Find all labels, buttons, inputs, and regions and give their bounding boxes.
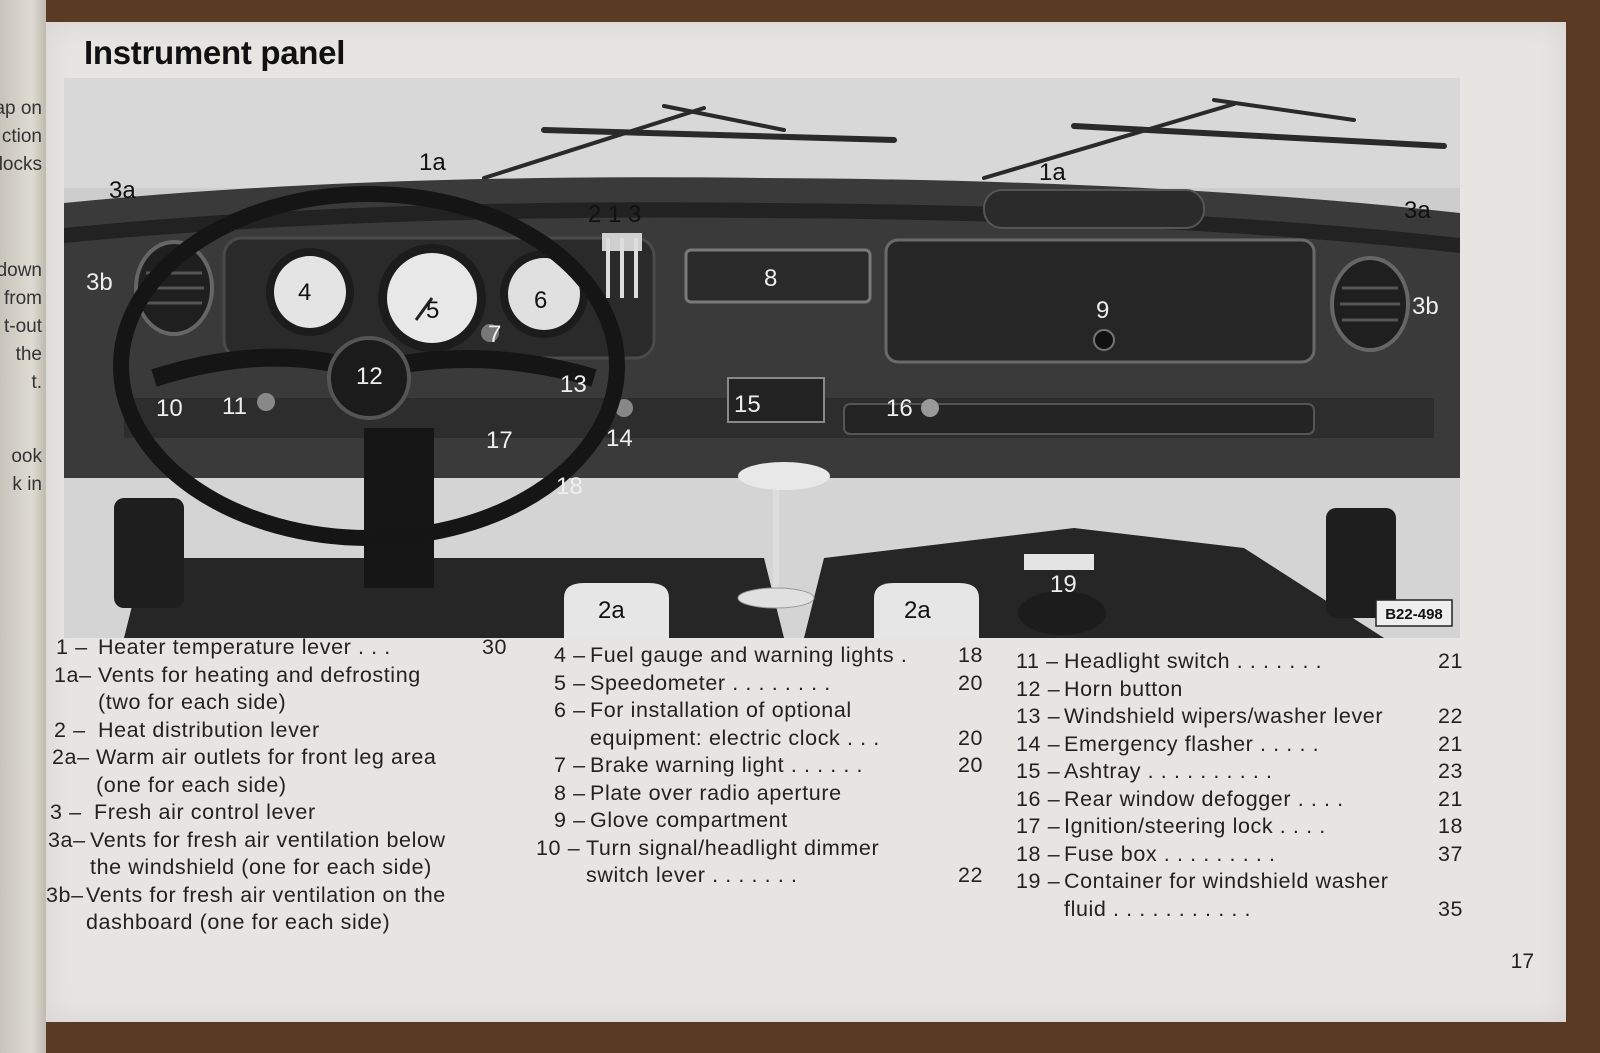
- callout-3a-right: 3a: [1404, 197, 1431, 224]
- dashboard-photo: B22-498 3a 1a 1a 3a 3b 3b 2 1 3 4 5 6 7 …: [64, 78, 1460, 638]
- legend-column-3: 11 – Headlight switch . . . . . . . 21 1…: [1016, 648, 1476, 923]
- callout-2a-left: 2a: [598, 597, 625, 624]
- callout-11: 11: [222, 393, 247, 420]
- callout-15: 15: [734, 391, 761, 418]
- callout-1a-right: 1a: [1039, 159, 1066, 186]
- legend-entry-9: 9 – Glove compartment: [554, 808, 788, 832]
- left-page-fragment: ook: [11, 446, 42, 467]
- radio-plate: [684, 248, 872, 304]
- callout-10: 10: [156, 395, 183, 422]
- legend-entry-19: 19 – Container for windshield washer flu…: [1016, 869, 1464, 921]
- left-page-fragment: ap on: [0, 98, 42, 119]
- callout-8: 8: [764, 265, 777, 292]
- left-page-edge: ap on ction locks down from t-out the t.…: [0, 0, 46, 1053]
- legend-entry-18: 18 – Fuse box . . . . . . . . . 37: [1016, 841, 1464, 866]
- callout-16: 16: [886, 395, 913, 422]
- callout-3b-left: 3b: [86, 269, 113, 296]
- callout-4: 4: [298, 279, 311, 306]
- legend-entry-3: 3 – Fresh air control lever: [50, 800, 316, 824]
- page-title: Instrument panel: [84, 34, 346, 71]
- callout-9: 9: [1096, 297, 1109, 324]
- legend-entry-2: 2 – Heat distribution lever: [54, 717, 320, 742]
- legend-entry-16: 16 – Rear window defogger . . . . 21: [1016, 786, 1464, 811]
- left-page-fragment: k in: [12, 474, 42, 495]
- left-page-fragment: the: [15, 344, 42, 365]
- legend-column-2: 4 – Fuel gauge and warning lights . 18 5…: [536, 642, 986, 890]
- callout-17: 17: [486, 427, 513, 454]
- legend-entry-1a: 1a– Vents for heating and defrosting (tw…: [54, 662, 421, 715]
- figure-code: B22-498: [1385, 606, 1443, 623]
- callout-12: 12: [356, 363, 383, 390]
- fuel-gauge: [266, 248, 354, 336]
- legend-entry-7: 7 – Brake warning light . . . . . . 20: [554, 753, 984, 777]
- callout-6: 6: [534, 287, 547, 314]
- left-page-fragment: t.: [31, 372, 42, 393]
- legend-column-1: 1 – Heater temperature lever . . . 30 1a…: [46, 634, 512, 937]
- callout-2a-right: 2a: [904, 597, 931, 624]
- legend-entry-6: 6 – For installation of optional equipme…: [554, 698, 984, 750]
- legend-entry-4: 4 – Fuel gauge and warning lights . 18: [554, 643, 984, 667]
- legend-entry-2a: 2a– Warm air outlets for front leg area …: [52, 745, 437, 797]
- legend-entry-17: 17 – Ignition/steering lock . . . . 18: [1016, 814, 1464, 838]
- callout-2-1-3: 2 1 3: [588, 201, 641, 228]
- left-page-fragment: locks: [0, 154, 42, 175]
- callout-14: 14: [606, 425, 633, 452]
- brake-warning-light: [481, 324, 499, 342]
- callout-7: 7: [488, 321, 501, 348]
- legend-entry-8: 8 – Plate over radio aperture: [554, 780, 842, 805]
- legend-entry-3a: 3a– Vents for fresh air ventilation belo…: [48, 827, 446, 880]
- legend-entry-14: 14 – Emergency flasher . . . . . 21: [1016, 731, 1464, 756]
- legend-entry-1: 1 – Heater temperature lever . . . 30: [56, 635, 508, 659]
- callout-19: 19: [1050, 571, 1077, 598]
- legend-entry-10: 10 – Turn signal/headlight dimmer switch…: [536, 835, 984, 888]
- ashtray: [727, 377, 825, 423]
- callout-5: 5: [426, 297, 439, 324]
- defrost-vent: [983, 189, 1205, 229]
- manual-page: Instrument panel: [46, 22, 1566, 1022]
- legend-entry-11: 11 – Headlight switch . . . . . . . 21: [1016, 649, 1464, 673]
- left-page-fragment: ction: [1, 126, 42, 147]
- speedometer: [378, 244, 486, 352]
- page-number: 17: [1510, 950, 1534, 973]
- legend-entry-5: 5 – Speedometer . . . . . . . . 20: [554, 670, 984, 695]
- left-page-fragment: t-out: [3, 316, 42, 337]
- glove-compartment: [884, 238, 1316, 364]
- legend-entry-13: 13 – Windshield wipers/washer lever 22: [1016, 704, 1464, 728]
- legend-entry-3b: 3b– Vents for fresh air ventilation on t…: [46, 882, 446, 935]
- left-page-fragment: from: [4, 288, 42, 309]
- callout-13: 13: [560, 371, 587, 398]
- callout-3a-left: 3a: [109, 177, 136, 204]
- dashboard-vent-right: [1330, 256, 1410, 352]
- callout-1a-left: 1a: [419, 149, 446, 176]
- callout-18: 18: [556, 473, 583, 500]
- steering-wheel: [113, 186, 625, 546]
- left-page-fragment: down: [0, 260, 42, 281]
- callout-3b-right: 3b: [1412, 293, 1439, 320]
- wiper-blade-right: [982, 98, 1447, 180]
- legend-entry-15: 15 – Ashtray . . . . . . . . . . 23: [1016, 759, 1464, 783]
- wiper-blade-left: [482, 104, 897, 180]
- legend-entry-12: 12 – Horn button: [1016, 676, 1183, 701]
